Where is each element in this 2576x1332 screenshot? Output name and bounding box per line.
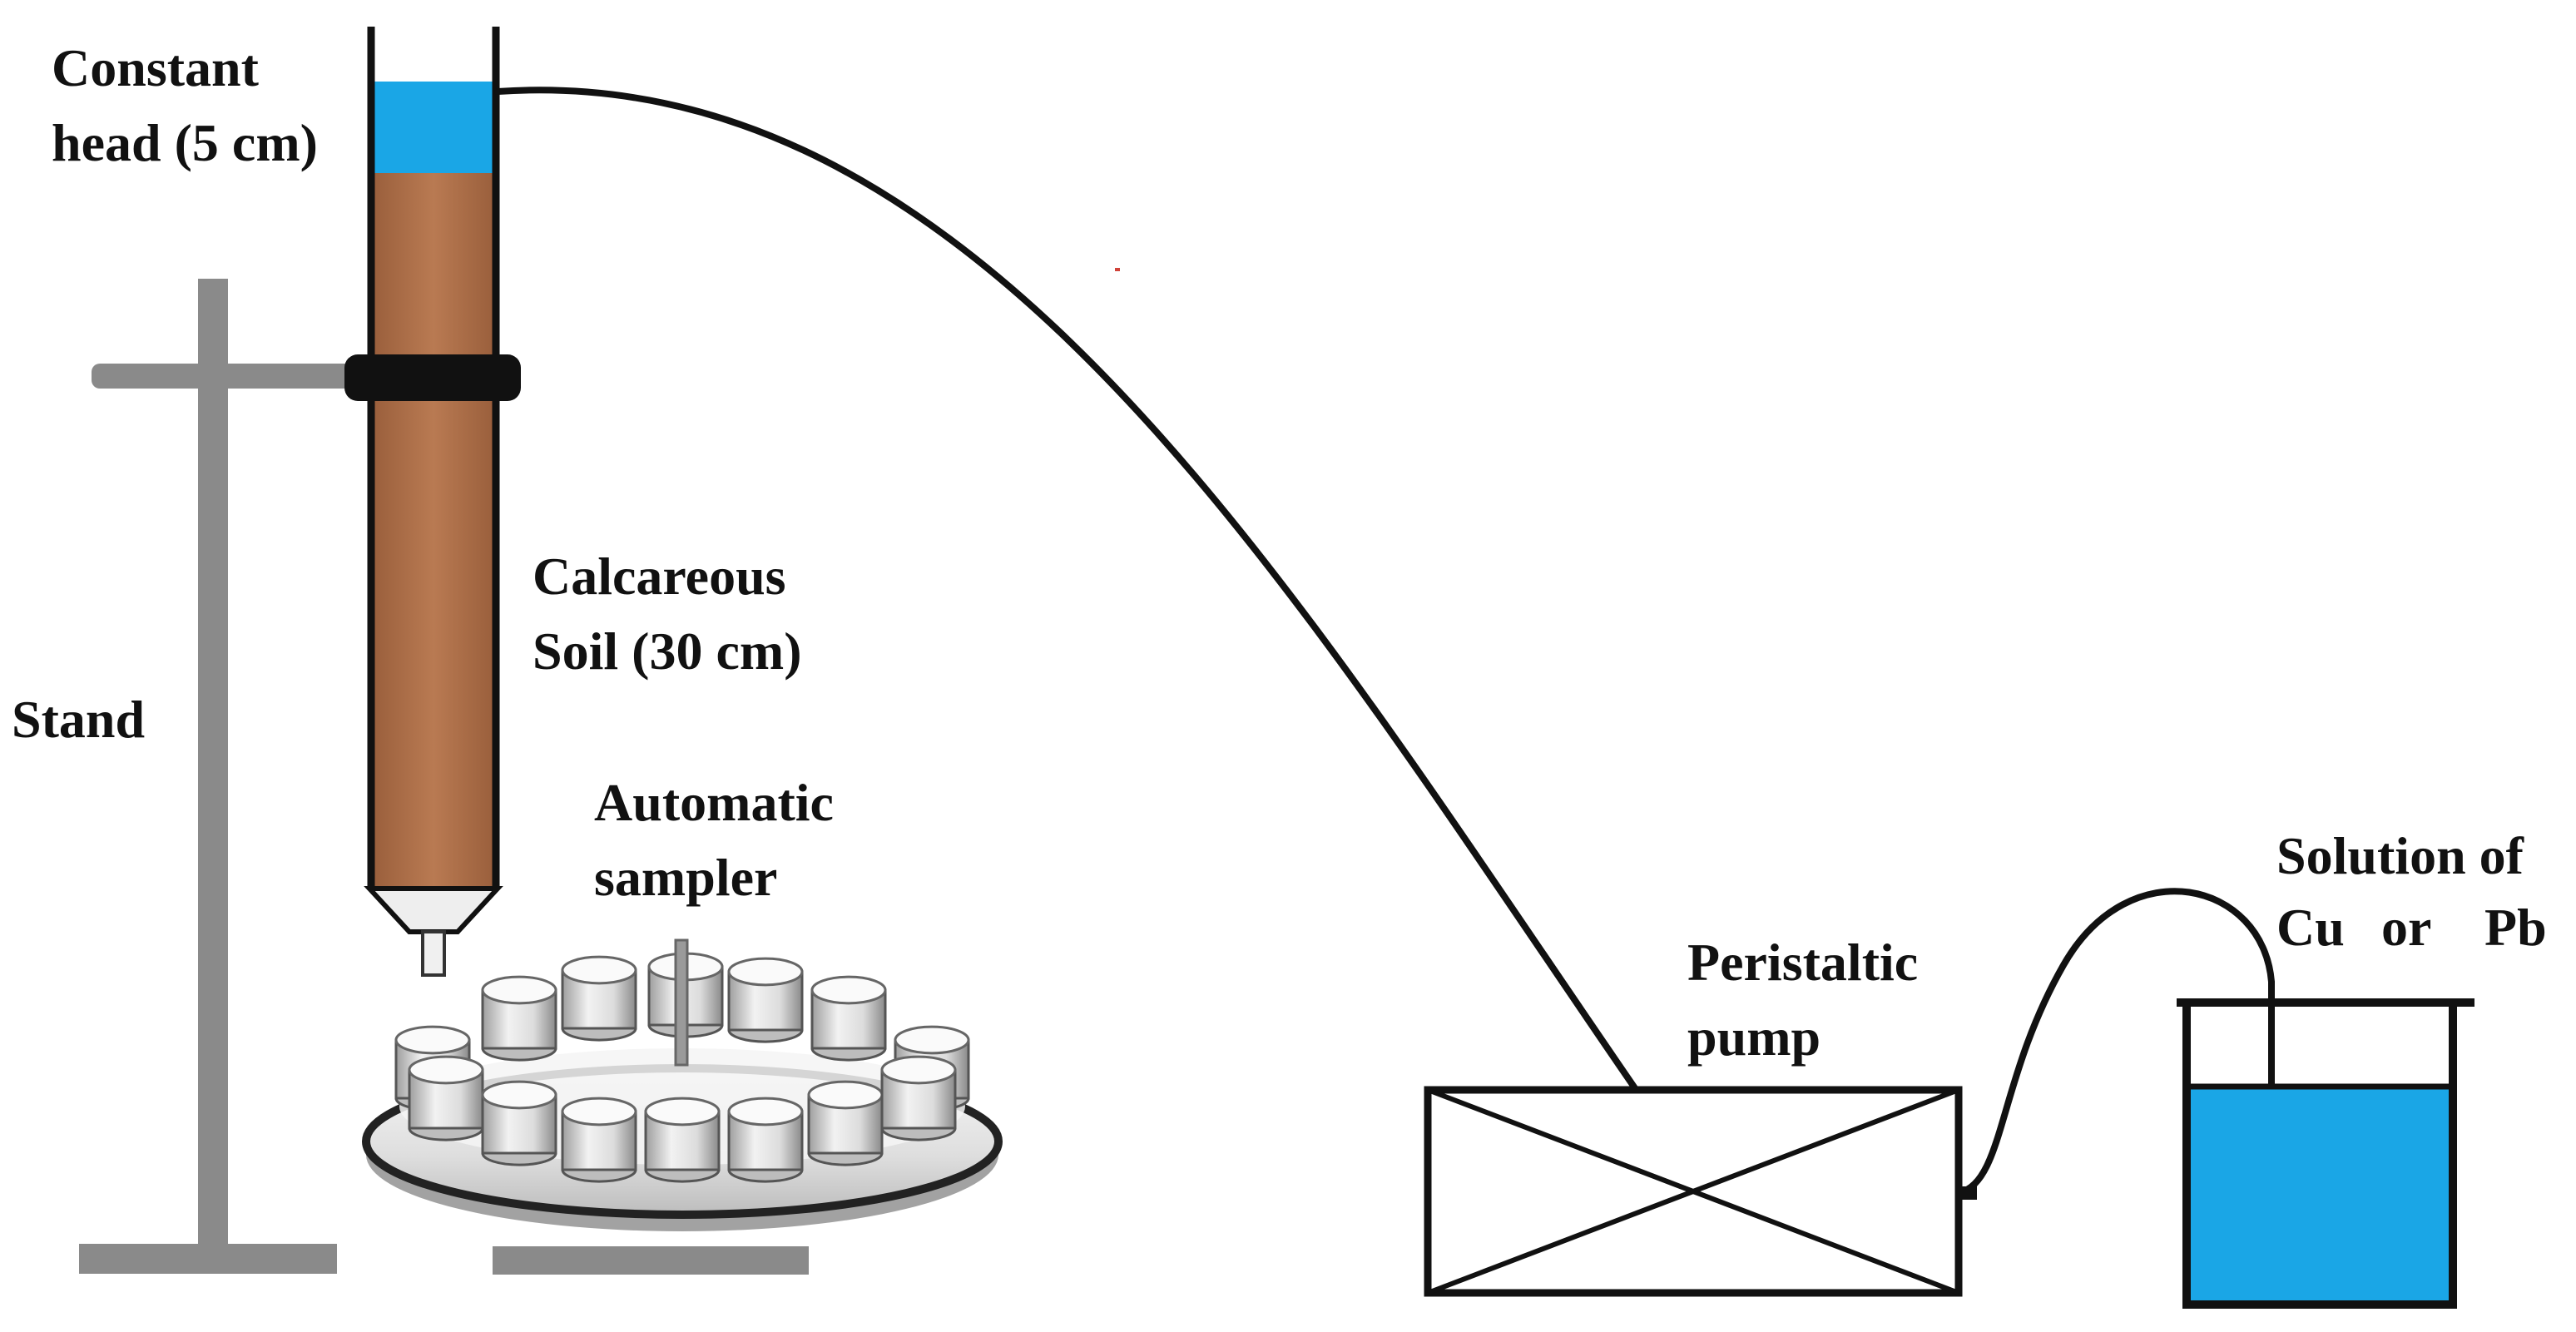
soil-label-line2: Soil (30 cm) <box>533 621 802 681</box>
solution-label-line1: Solution of <box>2276 826 2524 885</box>
automatic-sampler <box>362 938 1003 1275</box>
sampler-cup <box>727 957 804 1043</box>
red-speck <box>1115 268 1120 271</box>
sampler-base <box>493 1246 809 1275</box>
constant-head-label-line2: head (5 cm) <box>52 113 318 172</box>
stand <box>79 279 366 1274</box>
sampler-cups-front <box>408 1055 957 1183</box>
pump-port <box>1959 1186 1977 1200</box>
solution-beaker <box>2177 998 2474 1309</box>
solution-label-cu: Cu <box>2276 898 2345 957</box>
stand-pole <box>198 279 228 1252</box>
sampler-cup <box>810 975 887 1062</box>
stand-arm <box>92 364 366 389</box>
pump-label-line1: Peristaltic <box>1687 933 1918 992</box>
sampler-center-rod <box>674 938 689 1067</box>
soil-fill <box>373 173 494 889</box>
beaker-solution <box>2190 1087 2450 1305</box>
stand-label: Stand <box>12 690 145 749</box>
constant-head-label-line1: Constant <box>52 38 260 97</box>
sampler-cup <box>880 1055 957 1141</box>
sampler-cup <box>561 955 637 1042</box>
stand-base <box>79 1244 337 1274</box>
sampler-cup <box>807 1080 884 1166</box>
pump-label-line2: pump <box>1687 1008 1821 1067</box>
sampler-cup <box>644 1097 721 1183</box>
peristaltic-pump <box>1424 1086 1977 1297</box>
sampler-cup <box>481 1080 557 1166</box>
column-outlet <box>421 930 446 977</box>
sampler-label-line2: sampler <box>594 848 777 907</box>
solution-label-or: or <box>2381 898 2431 957</box>
soil-column <box>344 27 521 977</box>
solution-label-pb: Pb <box>2484 898 2547 957</box>
constant-head-water <box>373 82 494 173</box>
sampler-cup <box>408 1055 484 1141</box>
sampler-cup <box>561 1097 637 1183</box>
sampler-label-line1: Automatic <box>594 773 834 832</box>
column-clamp <box>344 354 521 401</box>
sampler-cup <box>727 1097 804 1183</box>
soil-label-line1: Calcareous <box>533 547 786 606</box>
sampler-cup <box>481 975 557 1062</box>
tube-pump-to-column <box>494 87 1638 1092</box>
column-funnel <box>364 886 503 934</box>
tube-beaker-to-pump <box>1955 888 2275 1196</box>
